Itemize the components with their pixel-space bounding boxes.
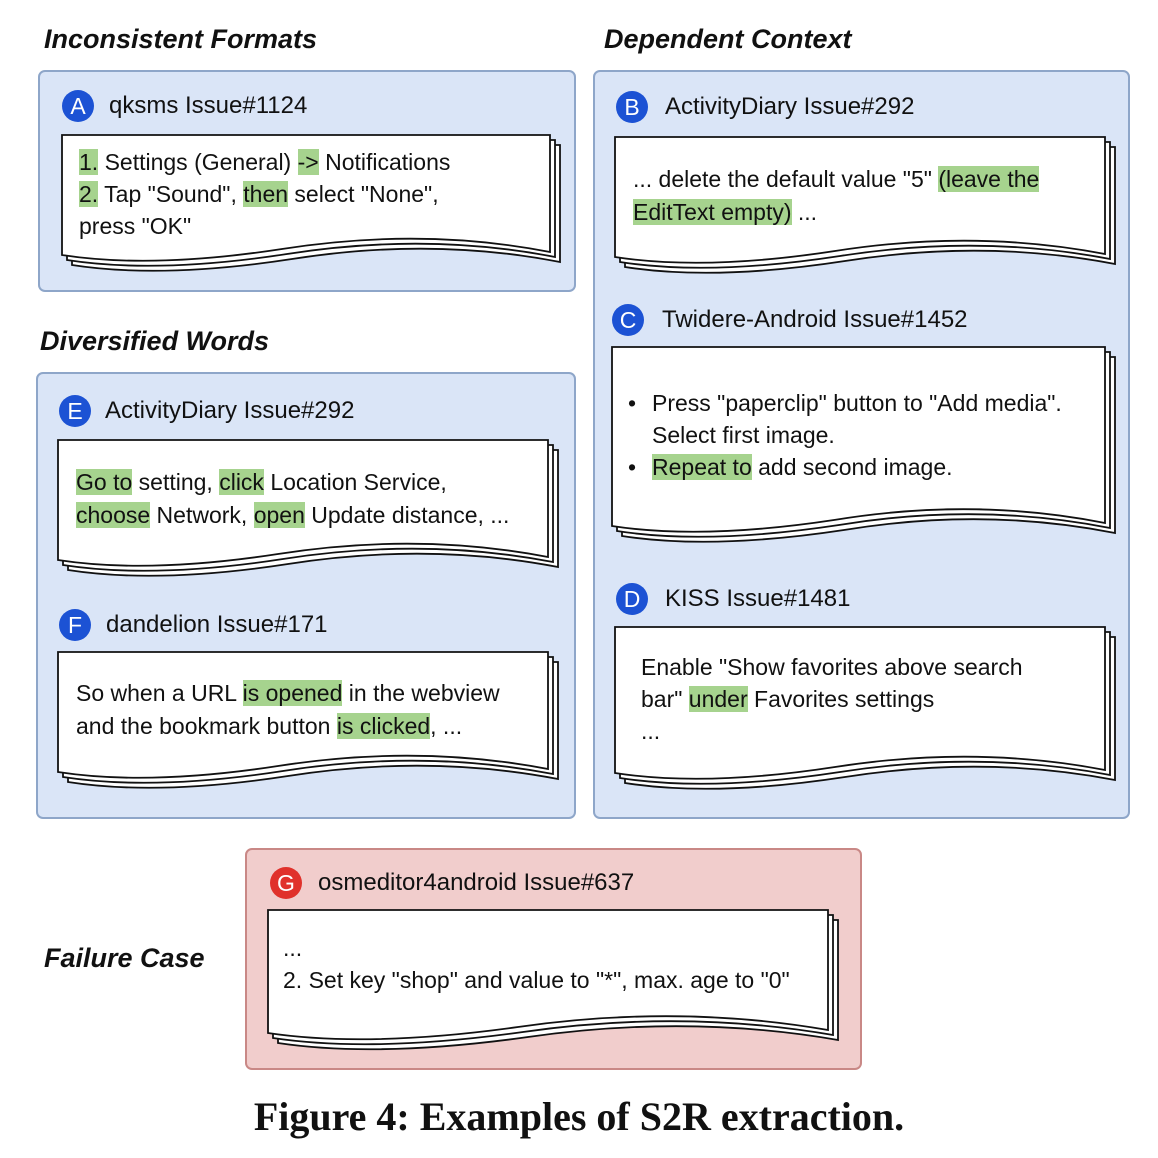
highlight-segment: EditText empty): [633, 199, 792, 225]
highlight-segment: Go to: [76, 469, 133, 495]
highlight-segment: is clicked: [336, 713, 431, 739]
example-b-badge: B: [616, 91, 648, 123]
example-e-title: ActivityDiary Issue#292: [105, 397, 355, 424]
bullet-icon: •: [628, 454, 637, 480]
text-segment: Update distance, ...: [304, 502, 510, 528]
highlight-segment: choose: [76, 502, 151, 528]
text-segment: ...: [791, 199, 818, 225]
example-a-title: qksms Issue#1124: [109, 92, 308, 119]
example-f-line-1: So when a URL is opened in the webview: [76, 677, 500, 709]
example-g-badge: G: [270, 867, 302, 899]
text-segment: Notifications: [318, 149, 451, 175]
text-segment: Location Service,: [263, 469, 447, 495]
example-e-badge: E: [59, 395, 91, 427]
highlight-segment: Repeat to: [652, 454, 752, 480]
example-b-line-2: EditText empty) ...: [633, 196, 817, 228]
example-b-title: ActivityDiary Issue#292: [665, 93, 915, 120]
example-f-line-2: and the bookmark button is clicked, ...: [76, 710, 462, 742]
step-number: 1.: [79, 149, 99, 175]
example-g-document: ... 2. Set key "shop" and value to "*", …: [267, 909, 839, 1051]
text-segment: bar": [641, 686, 689, 712]
text-segment: and the bookmark button: [76, 713, 337, 739]
example-d-title: KISS Issue#1481: [665, 585, 851, 612]
example-a-line-1: 1. Settings (General) -> Notifications: [79, 146, 450, 178]
example-d-document: Enable "Show favorites above search bar"…: [614, 626, 1116, 790]
example-e-line-2: choose Network, open Update distance, ..…: [76, 499, 509, 531]
then-highlight: then: [243, 181, 289, 207]
text-segment: Tap "Sound",: [98, 181, 244, 207]
text-segment: , ...: [430, 713, 463, 739]
example-d-badge: D: [616, 583, 648, 615]
arrow-highlight: ->: [297, 149, 319, 175]
text-segment: setting,: [132, 469, 220, 495]
section-title-failure-case: Failure Case: [44, 943, 205, 973]
highlight-segment: is opened: [242, 680, 343, 706]
example-f-badge: F: [59, 609, 91, 641]
example-a-badge: A: [62, 90, 94, 122]
highlight-segment: (leave the: [938, 166, 1040, 192]
document-paper-shape: [57, 651, 559, 789]
example-c-badge: C: [612, 304, 644, 336]
document-paper-shape: [614, 626, 1116, 790]
example-a-line-3: press "OK": [79, 213, 192, 239]
example-e-line-1: Go to setting, click Location Service,: [76, 466, 447, 498]
document-paper-shape: [267, 909, 839, 1051]
example-g-line-1: ...: [283, 935, 303, 961]
text-segment: select "None",: [288, 181, 439, 207]
example-b-line-1: ... delete the default value "5" (leave …: [633, 163, 1040, 195]
step-number: 2.: [79, 181, 99, 207]
text-segment: add second image.: [751, 454, 953, 480]
example-c-document: • Press "paperclip" button to "Add media"…: [611, 346, 1116, 543]
text-segment: Settings (General): [98, 149, 298, 175]
example-f-document: So when a URL is opened in the webview a…: [57, 651, 559, 789]
example-g-line-2: 2. Set key "shop" and value to "*", max.…: [283, 967, 790, 993]
example-b-document: ... delete the default value "5" (leave …: [614, 136, 1116, 274]
example-d-line-3: ...: [641, 718, 661, 744]
example-d-line-2: bar" under Favorites settings: [641, 683, 934, 715]
example-f-title: dandelion Issue#171: [106, 611, 328, 638]
document-paper-shape: [611, 346, 1116, 543]
example-e-document: Go to setting, click Location Service, c…: [57, 439, 559, 577]
text-segment: Network,: [150, 502, 254, 528]
text-segment: in the webview: [342, 680, 500, 706]
text-segment: So when a URL: [76, 680, 243, 706]
highlight-segment: click: [219, 469, 264, 495]
example-c-line-3: • Repeat to add second image.: [628, 451, 953, 483]
text-segment: Favorites settings: [747, 686, 935, 712]
example-c-title: Twidere-Android Issue#1452: [662, 306, 968, 333]
section-title-diversified-words: Diversified Words: [40, 326, 270, 356]
text-segment: Press "paperclip" button to "Add media".: [652, 390, 1062, 416]
figure-caption: Figure 4: Examples of S2R extraction.: [253, 1094, 905, 1139]
highlight-segment: open: [253, 502, 305, 528]
example-c-line-2: Select first image.: [652, 422, 835, 448]
example-g-title: osmeditor4android Issue#637: [318, 869, 635, 896]
text-segment: ... delete the default value "5": [633, 166, 939, 192]
example-c-line-1: • Press "paperclip" button to "Add media"…: [628, 387, 1062, 419]
example-d-line-1: Enable "Show favorites above search: [641, 654, 1023, 680]
example-a-line-2: 2. Tap "Sound", then select "None",: [79, 178, 439, 210]
section-title-dependent-context: Dependent Context: [604, 24, 852, 54]
bullet-icon: •: [628, 390, 637, 416]
document-paper-shape: [61, 134, 561, 272]
highlight-segment: under: [688, 686, 748, 712]
example-a-document: 1. Settings (General) -> Notifications 2…: [61, 134, 561, 272]
section-title-inconsistent-formats: Inconsistent Formats: [44, 24, 318, 54]
